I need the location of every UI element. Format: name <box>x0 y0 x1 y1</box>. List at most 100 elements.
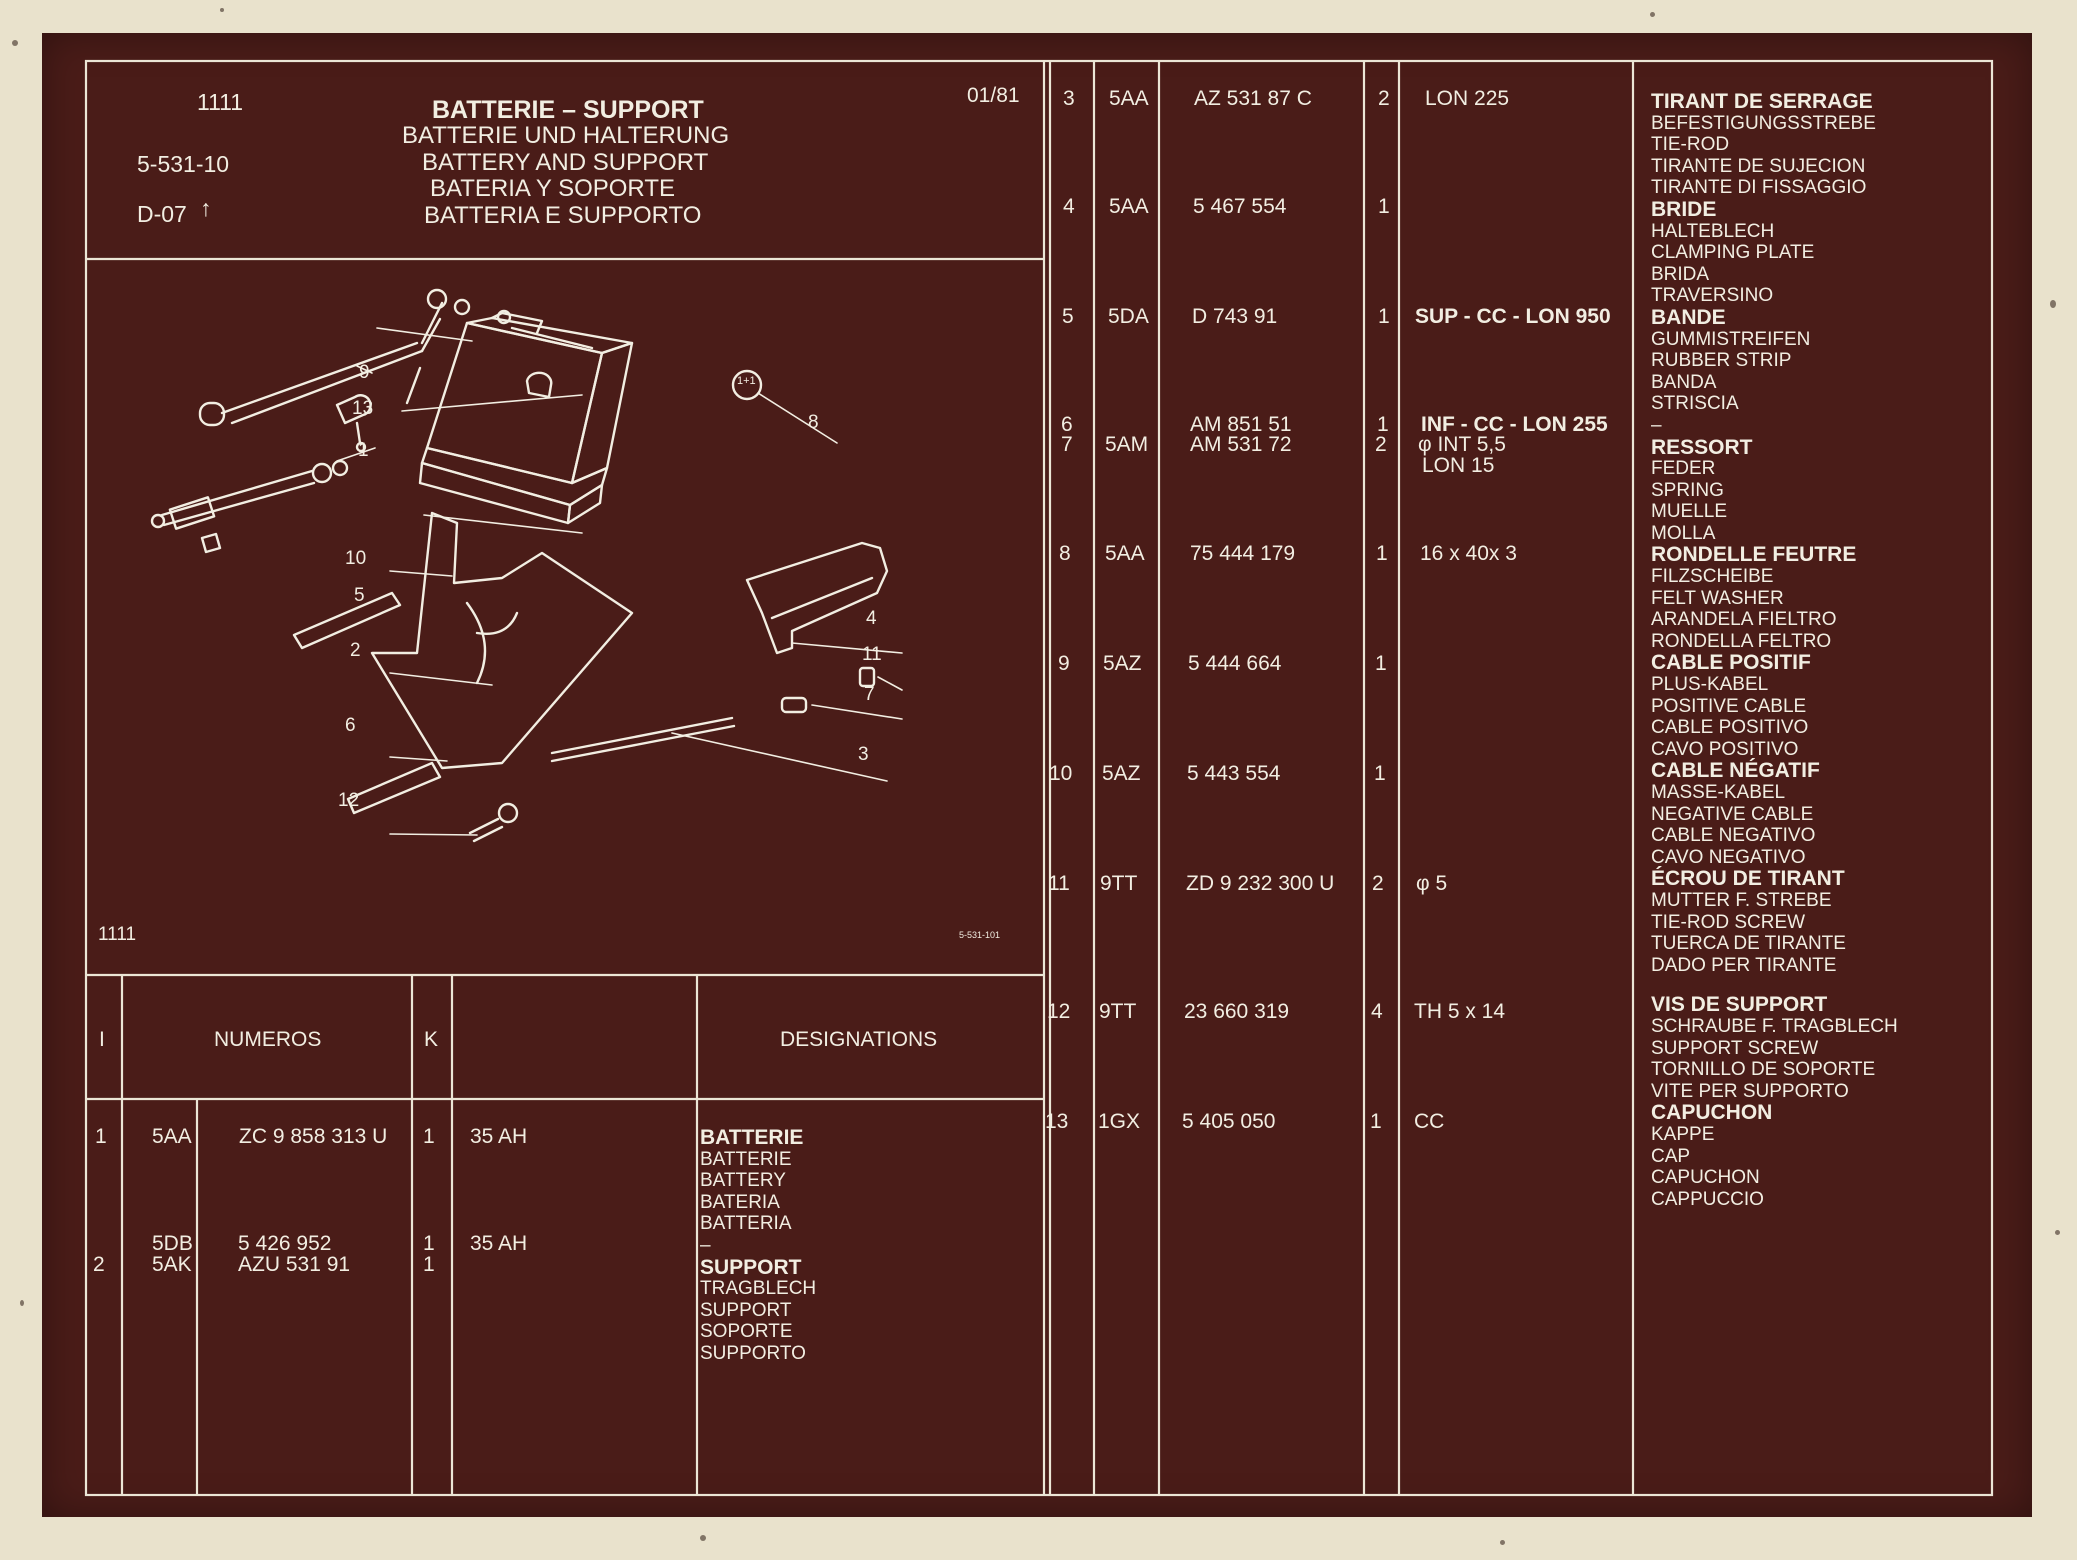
row-code: 5AZ <box>1103 652 1142 675</box>
designation-translation: BATTERIA <box>700 1213 792 1235</box>
row-code: 9TT <box>1099 1000 1137 1023</box>
col-numbers-header: NUMEROS <box>214 1028 322 1051</box>
designation-name: RESSORT <box>1651 435 1753 459</box>
designation-column-right: TIRANT DE SERRAGE BEFESTIGUNGSSTREBE TIE… <box>1651 91 1898 1210</box>
designation-translation: BATTERY <box>700 1170 786 1192</box>
designation-translation: TIE-ROD <box>1651 134 1730 156</box>
callout-1: 1 <box>358 440 369 461</box>
row-item: 4 <box>1063 195 1075 218</box>
designation-name: TIRANT DE SERRAGE <box>1651 90 1873 113</box>
figure-ref: 5-531-101 <box>959 930 1001 940</box>
row-qty: 2 <box>1378 87 1390 110</box>
row-part: AZ 531 87 C <box>1194 87 1312 110</box>
designation-translation: TRAGBLECH <box>700 1278 817 1300</box>
row-spec: TH 5 x 14 <box>1414 1000 1506 1023</box>
row-item: 13 <box>1045 1110 1069 1133</box>
designation-translation: TUERCA DE TIRANTE <box>1651 933 1846 955</box>
designation-translation: RUBBER STRIP <box>1651 350 1792 372</box>
row-spec: φ INT 5,5 <box>1418 433 1506 456</box>
designation-translation: TORNILLO DE SOPORTE <box>1651 1059 1876 1081</box>
row-item: 3 <box>1063 87 1075 110</box>
designation-translation: ARANDELA FIELTRO <box>1651 609 1837 631</box>
row-item: 7 <box>1061 433 1073 456</box>
row-code: 5DB <box>152 1232 193 1255</box>
row-item: 12 <box>1047 1000 1071 1023</box>
reference-number: 5-531-10 <box>137 151 230 177</box>
title-it: BATTERIA E SUPPORTO <box>424 202 702 229</box>
row-part: ZC 9 858 313 U <box>239 1125 388 1148</box>
row-qty: 2 <box>1375 433 1387 456</box>
designation-translation: HALTEBLECH <box>1651 220 1775 242</box>
designation-translation: MASSE-KABEL <box>1651 782 1786 803</box>
row-part: AM 851 51 <box>1190 413 1292 436</box>
row-part: 5 444 664 <box>1188 652 1282 675</box>
designation-translation: TIRANTE DI FISSAGGIO <box>1651 177 1867 199</box>
designation-translation: RONDELLA FELTRO <box>1651 630 1832 652</box>
designation-name: RONDELLE FEUTRE <box>1651 543 1857 567</box>
row-code: 5AA <box>1105 542 1145 565</box>
designation-translation: SOPORTE <box>700 1321 793 1343</box>
row-item: 6 <box>1061 413 1073 436</box>
row-qty: 1 <box>423 1253 435 1276</box>
callout-5: 5 <box>354 585 365 606</box>
row-spec: 35 AH <box>470 1232 528 1255</box>
row-spec: LON 15 <box>1422 454 1495 477</box>
designation-translation: NEGATIVE CABLE <box>1651 803 1814 825</box>
callout-2: 2 <box>350 640 361 661</box>
row-qty: 1 <box>423 1232 435 1255</box>
row-code: 5AK <box>152 1253 192 1276</box>
row-part: 5 443 554 <box>1187 762 1281 785</box>
designation-translation: CABLE POSITIVO <box>1651 717 1809 739</box>
row-qty: 1 <box>1378 195 1390 218</box>
designation-translation: VITE PER SUPPORTO <box>1651 1080 1849 1102</box>
row-item: 8 <box>1059 542 1071 565</box>
designation-translation: SCHRAUBE F. TRAGBLECH <box>1651 1015 1898 1037</box>
row-part: ZD 9 232 300 U <box>1186 872 1335 895</box>
table-grid <box>84 59 1994 1497</box>
row-item: 2 <box>93 1253 105 1276</box>
designation-separator: – <box>1651 414 1662 436</box>
row-qty: 1 <box>1375 652 1387 675</box>
designation-translation: TIRANTE DE SUJECION <box>1651 155 1866 177</box>
callout-6: 6 <box>345 715 356 736</box>
designation-translation: MUELLE <box>1651 501 1728 523</box>
row-part: 5 467 554 <box>1193 195 1287 218</box>
row-spec: INF - CC - LON 255 <box>1421 413 1608 436</box>
designation-translation: DADO PER TIRANTE <box>1651 954 1837 976</box>
row-spec: 16 x 40x 3 <box>1420 542 1517 565</box>
row-part: AZU 531 91 <box>238 1253 351 1276</box>
designation-translation: POSITIVE CABLE <box>1651 695 1807 717</box>
callout-12: 12 <box>338 790 360 811</box>
designation-translation: CAVO NEGATIVO <box>1651 846 1806 868</box>
designation-translation: SUPPORT <box>700 1299 792 1321</box>
row-spec: 35 AH <box>470 1125 528 1148</box>
row-item: 9 <box>1058 652 1070 675</box>
row-code: 1GX <box>1098 1110 1141 1133</box>
designation-separator: – <box>700 1234 711 1256</box>
row-code: 5AZ <box>1102 762 1141 785</box>
designation-name: ÉCROU DE TIRANT <box>1651 867 1845 891</box>
designation-translation: CABLE NEGATIVO <box>1651 825 1816 847</box>
designation-translation: TRAVERSINO <box>1651 285 1774 307</box>
designation-name: BRIDE <box>1651 197 1717 221</box>
row-qty: 1 <box>1374 762 1386 785</box>
row-part: AM 531 72 <box>1190 433 1292 456</box>
designation-translation: CAVO POSITIVO <box>1651 738 1799 760</box>
designation-translation: TIE-ROD SCREW <box>1651 911 1806 933</box>
row-spec: LON 225 <box>1425 87 1510 110</box>
col-item-header: I <box>99 1028 105 1051</box>
row-part: 75 444 179 <box>1190 542 1296 565</box>
designation-translation: MOLLA <box>1651 522 1716 544</box>
designation-translation: CAP <box>1651 1145 1691 1167</box>
row-qty: 1 <box>1376 542 1388 565</box>
designation-translation: FELT WASHER <box>1651 587 1784 609</box>
row-part: 5 405 050 <box>1182 1110 1276 1133</box>
designation-translation: CAPPUCCIO <box>1651 1188 1764 1210</box>
designation-translation: FILZSCHEIBE <box>1651 566 1774 588</box>
col-designations-header: DESIGNATIONS <box>780 1028 938 1051</box>
row-code: 5AA <box>152 1125 192 1148</box>
title-de: BATTERIE UND HALTERUNG <box>402 122 730 149</box>
designation-translation: BRIDA <box>1651 263 1710 285</box>
designation-translation: BATERIA <box>700 1191 780 1213</box>
designation-translation: CAPUCHON <box>1651 1167 1760 1189</box>
